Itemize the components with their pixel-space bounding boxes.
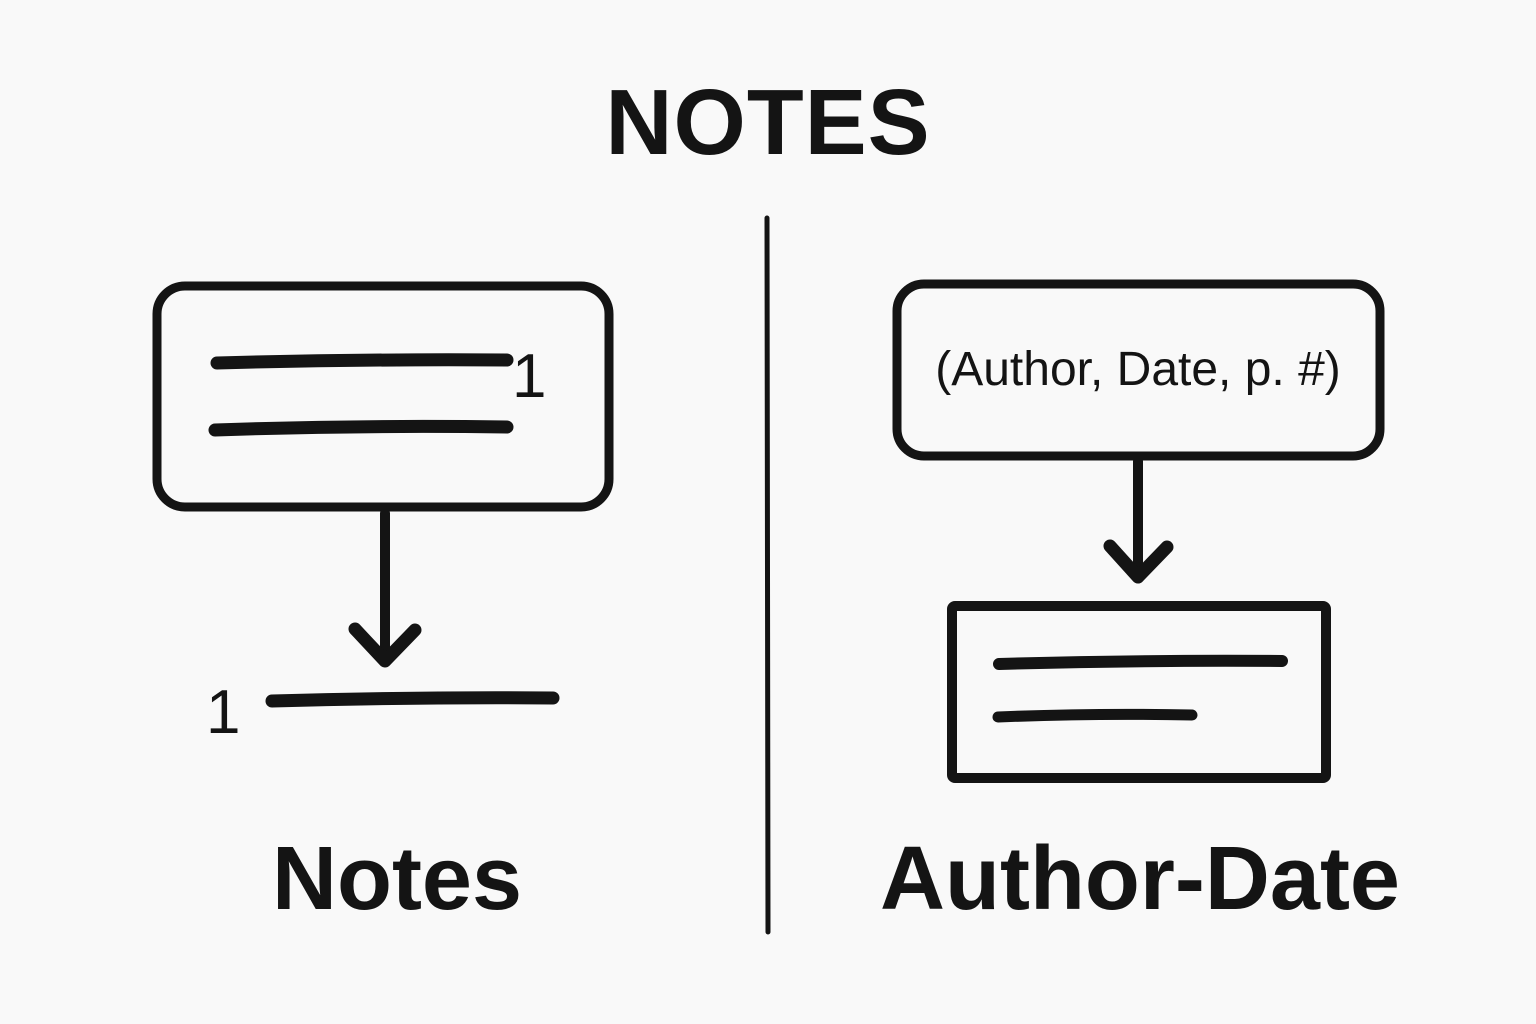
reference-text-line-2 bbox=[992, 708, 1198, 723]
note-card bbox=[152, 281, 614, 512]
left-panel-label: Notes bbox=[271, 829, 523, 929]
note-text-line-2 bbox=[208, 419, 514, 437]
citation-superscript: 1 bbox=[512, 342, 547, 411]
citation-format-text: (Author, Date, p. #) bbox=[935, 343, 1341, 396]
footnote-line bbox=[265, 691, 560, 708]
note-text-line-1 bbox=[210, 353, 514, 370]
right-panel-label: Author-Date bbox=[880, 829, 1400, 929]
page-title: NOTES bbox=[605, 70, 931, 174]
citation-card bbox=[892, 279, 1385, 461]
arrow-down-icon bbox=[348, 508, 422, 668]
arrow-down-icon bbox=[1103, 456, 1174, 584]
footnote-marker: 1 bbox=[206, 678, 241, 747]
divider-line bbox=[764, 215, 771, 935]
reference-text-line-1 bbox=[993, 654, 1288, 670]
reference-box bbox=[947, 601, 1331, 783]
